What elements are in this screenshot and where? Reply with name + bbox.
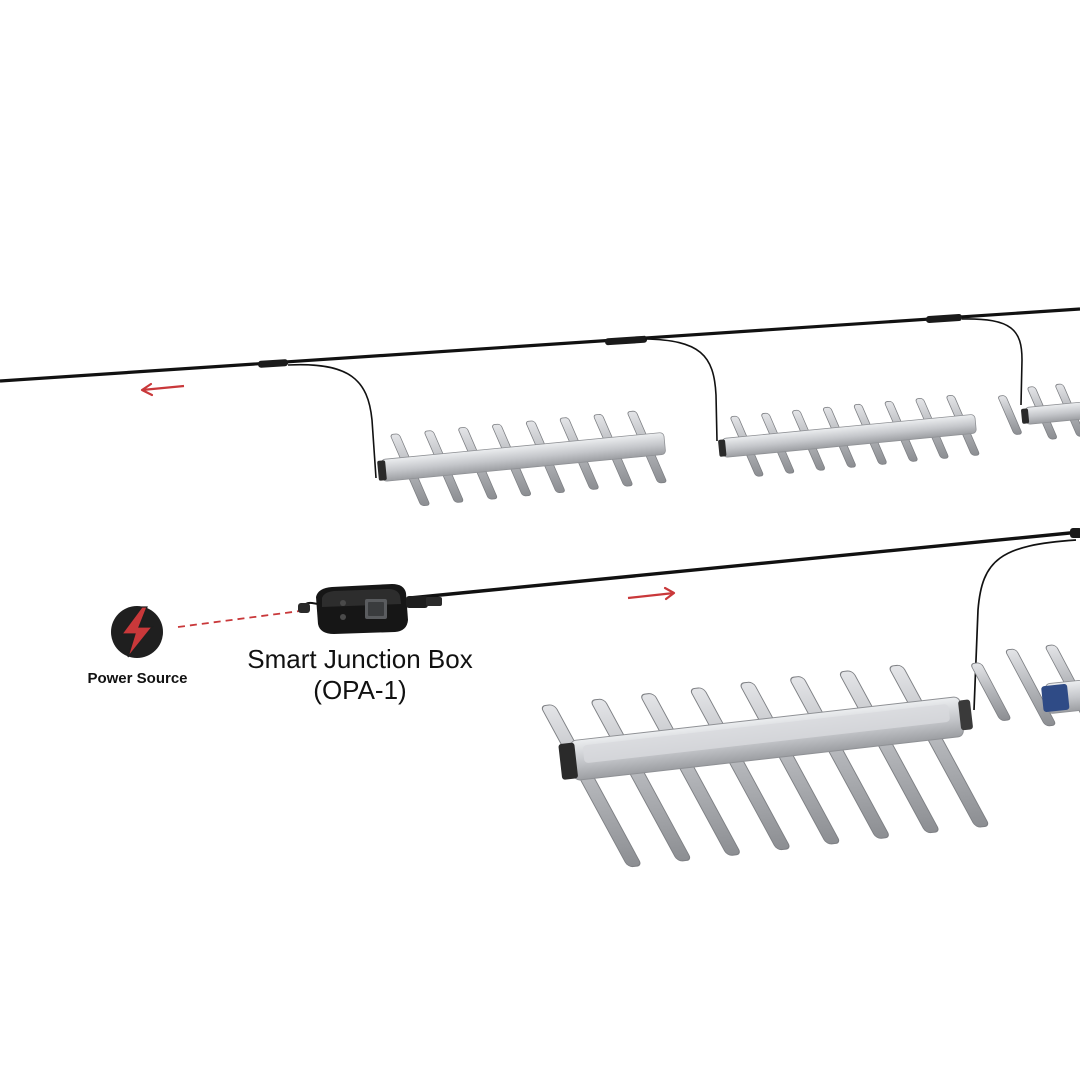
drop-cable-lower [973,539,1077,711]
power-feed-line [177,610,301,628]
led-fixture [998,383,1080,440]
junction-box-device [298,584,442,634]
flow-arrow-left [140,382,185,397]
power-source-label: Power Source [87,670,188,687]
led-fixture [377,410,667,507]
lightning-bolt-icon [111,606,163,658]
junction-box-model: (OPA-1) [313,675,407,705]
flow-arrow-right [627,586,676,601]
led-fixture [718,395,980,477]
lower-trunk-cable [409,528,1080,600]
upper-trunk-cable [0,307,1080,383]
led-fixture [971,644,1080,727]
cable-connector [1070,528,1080,538]
cable-connector [258,359,289,368]
drop-cables-upper [287,318,1023,479]
cable-connector [926,314,963,323]
junction-box-name: Smart Junction Box [247,644,473,674]
led-fixture [541,664,989,868]
junction-box-label: Smart Junction Box (OPA-1) [210,644,510,706]
cable-connector [605,335,648,346]
